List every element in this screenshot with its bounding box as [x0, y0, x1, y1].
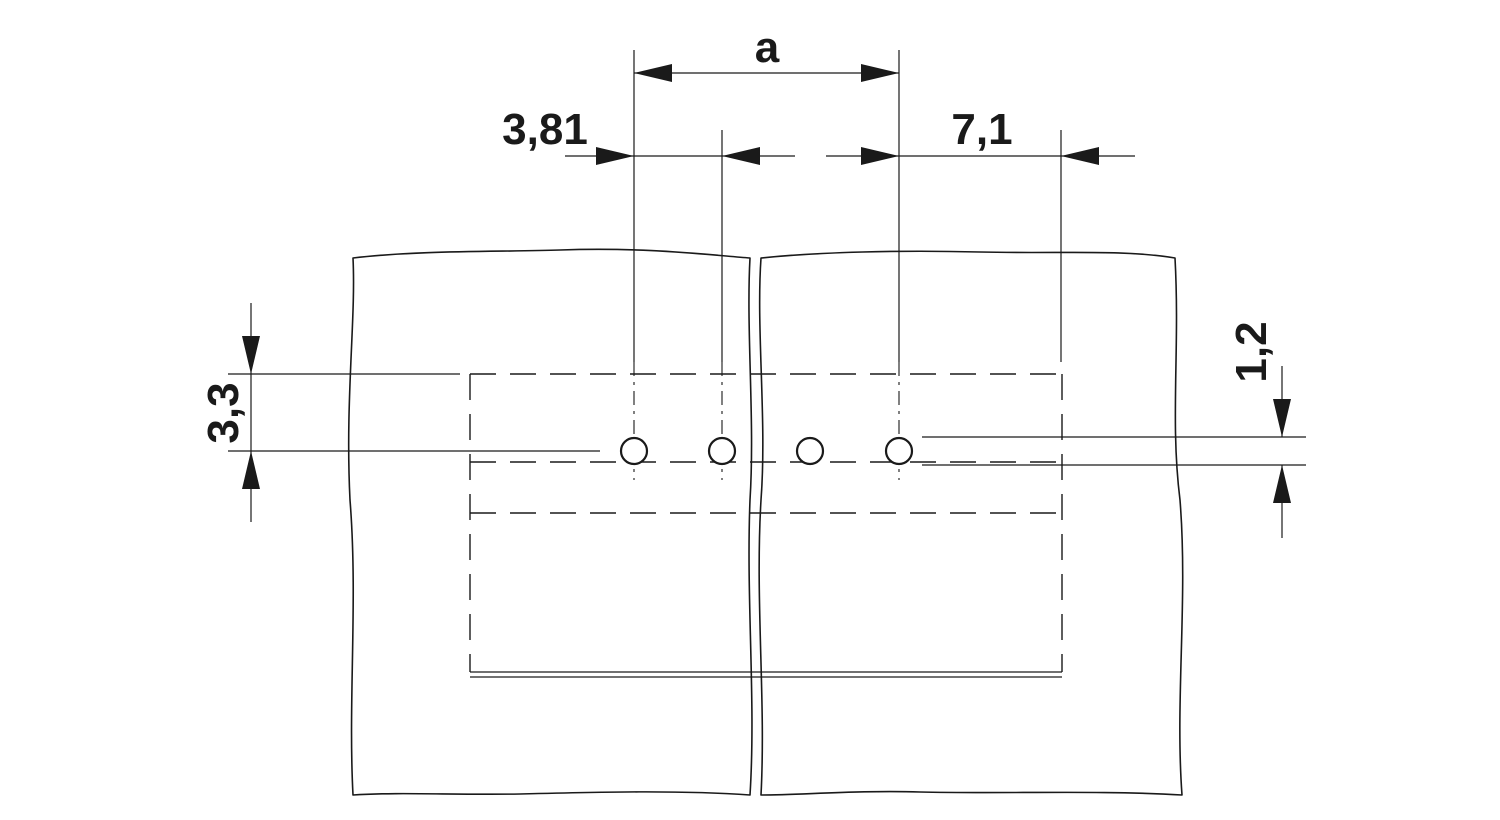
dimension-label-height: 3,3: [199, 382, 248, 443]
drill-hole-3: [795, 436, 825, 466]
dimension-a: a: [634, 23, 899, 82]
pcb-panel-right: [758, 250, 1184, 796]
dimension-offset: 7,1: [826, 105, 1135, 165]
dimension-label-offset: 7,1: [951, 105, 1012, 154]
dimension-label-pin-offset: 1,2: [1227, 321, 1276, 382]
dimension-height: 3,3: [199, 303, 260, 522]
drill-hole-2: [707, 436, 737, 466]
component-footprint: [469, 373, 1063, 678]
dimension-label-a: a: [755, 23, 780, 72]
drill-hole-4: [884, 436, 914, 466]
dimension-pin-offset: 1,2: [1227, 321, 1291, 538]
drill-hole-1: [619, 436, 649, 466]
extension-lines: [228, 50, 1306, 466]
pcb-panel-left: [347, 248, 753, 796]
dimension-pitch: 3,81: [502, 105, 795, 165]
dimension-label-pitch: 3,81: [502, 105, 588, 154]
